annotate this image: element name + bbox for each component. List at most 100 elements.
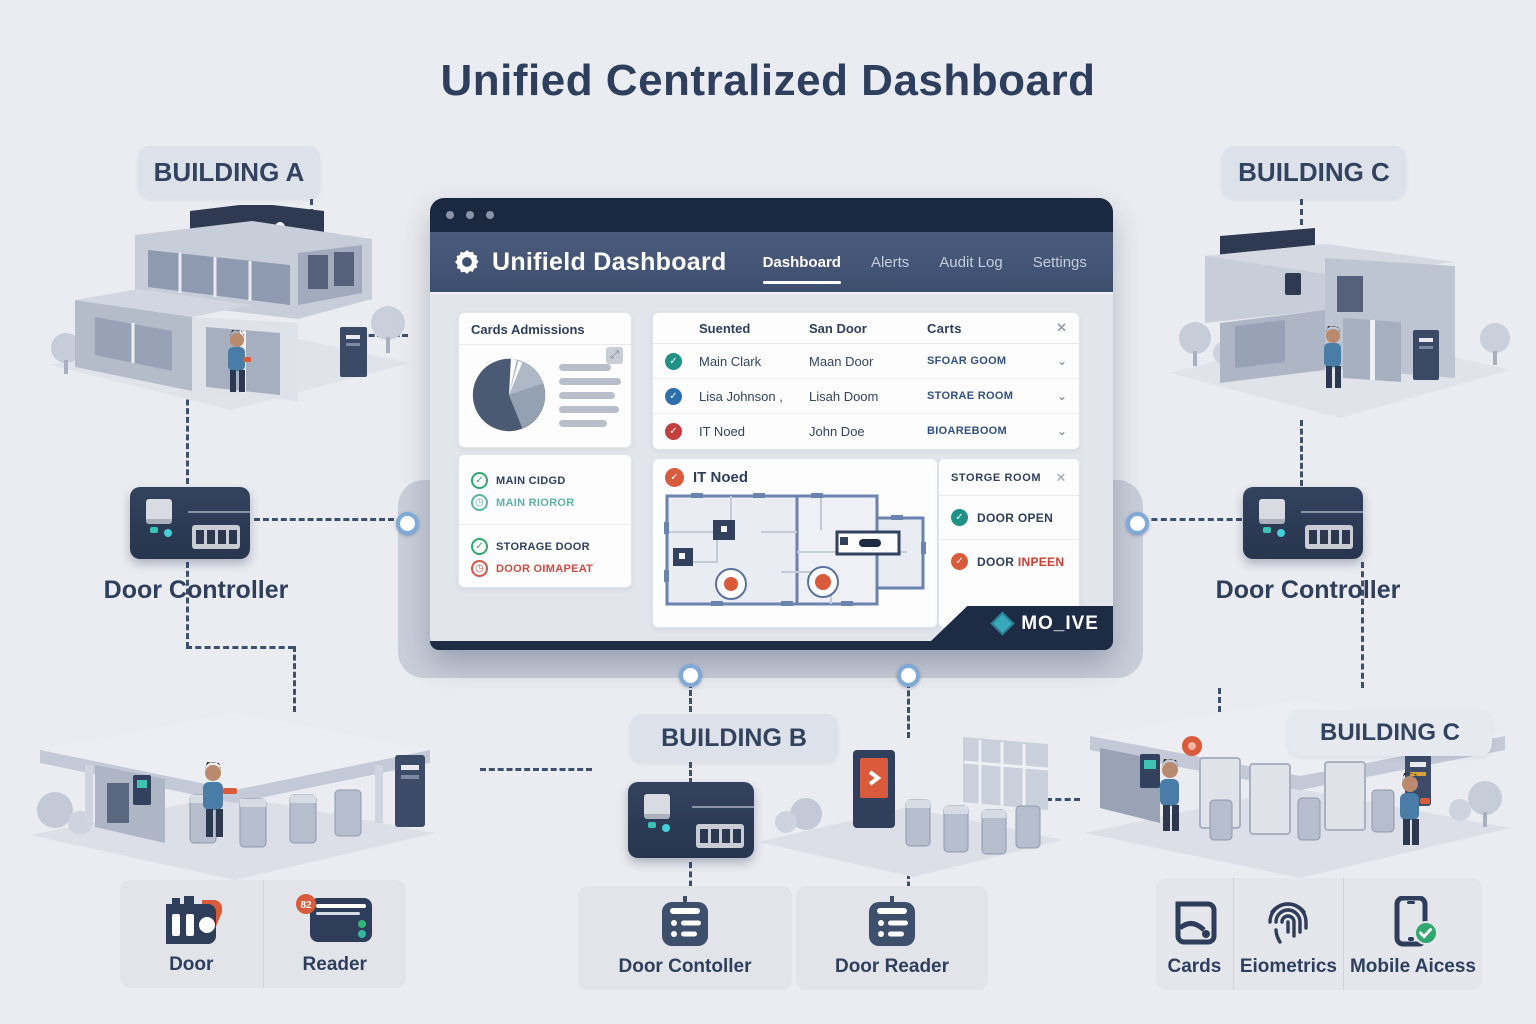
legend-item-reader[interactable]: 82 Reader (262, 880, 407, 988)
expand-icon[interactable]: ⤢ (606, 347, 623, 364)
dashboard-appbar: Unifield Dashboard Dashboard Alerts Audi… (430, 232, 1113, 292)
status-led (150, 527, 158, 533)
connector-line (1361, 562, 1364, 688)
diamond-icon (990, 611, 1015, 636)
door-controller-device-left (130, 487, 250, 559)
terminal-block (1305, 525, 1353, 549)
clock-icon: ◷ (471, 494, 488, 511)
table-row[interactable]: ✓ Main Clark Maan Door SFOAR GOOM ⌄ (653, 344, 1079, 379)
connector-line (907, 856, 910, 896)
status-led (1263, 527, 1271, 533)
door-icon (166, 896, 223, 944)
chevron-down-icon[interactable]: ⌄ (1056, 424, 1067, 438)
dashboard-window: Unifield Dashboard Dashboard Alerts Audi… (430, 198, 1113, 650)
window-dot[interactable] (486, 211, 494, 219)
floorplan-map[interactable] (661, 492, 929, 614)
check-circle-icon: ✓ (951, 509, 968, 526)
door-reader-icon (869, 896, 915, 946)
nav-settings[interactable]: Settings (1032, 253, 1087, 271)
app-logo-icon (455, 250, 479, 274)
door-open-label: DOOR OPEN (977, 510, 1054, 525)
events-table-panel: Suented San Door Carts ✕ ✓ Main Clark Ma… (652, 312, 1080, 450)
close-icon[interactable]: ✕ (1055, 470, 1067, 485)
legend-door-reader2: Door Reader (796, 886, 988, 990)
nav-alerts[interactable]: Alerts (870, 253, 910, 271)
col-header-carts: Carts (927, 320, 962, 336)
legend-credentials: Cards Eiometrics (1156, 878, 1482, 990)
connector-line (1142, 518, 1242, 521)
table-row[interactable]: ✓ IT Noed John Doe BIOAREBOOM ⌄ (653, 414, 1079, 448)
window-dot[interactable] (446, 211, 454, 219)
alert-check-icon: ✓ (665, 468, 684, 487)
panel-seam (1301, 511, 1363, 513)
connector-line (186, 382, 189, 484)
reader-badge-number: 82 (300, 900, 312, 911)
table-row[interactable]: ✓ Lisa Johnson , Lisah Doom STORAE ROOM … (653, 379, 1079, 414)
close-icon[interactable]: ✕ (1056, 320, 1067, 335)
building-b-illustration (758, 737, 1063, 877)
nav-dashboard[interactable]: Dashboard (762, 232, 842, 292)
connector-line (186, 646, 294, 649)
legend-label: Door Contoller (618, 956, 752, 977)
legend-door-reader: Door 82 Reader (120, 880, 406, 988)
col-header-door: San Door (809, 320, 867, 336)
legend-item-biometrics[interactable]: Eiometrics (1232, 878, 1343, 990)
legend-label: Reader (302, 954, 367, 975)
person-figure (203, 762, 237, 837)
legend-item-door-controller[interactable]: Door Contoller (578, 886, 792, 990)
building-c-top-illustration (1170, 228, 1510, 418)
status-group-storage: ✓ STORAGE DOOR ◷ DOOR OIMAPEAT (459, 524, 631, 590)
status-led (648, 822, 656, 828)
door-controller-device-middle (628, 782, 754, 858)
nav-audit-log[interactable]: Audit Log (939, 253, 1003, 271)
connector-line (1218, 688, 1221, 730)
check-circle-icon: ✓ (471, 472, 488, 489)
legend-item-mobile-access[interactable]: Mobile Aicess (1342, 878, 1482, 990)
chevron-down-icon[interactable]: ⌄ (1056, 354, 1067, 368)
legend-item-door[interactable]: Door (120, 880, 263, 988)
window-dot[interactable] (466, 211, 474, 219)
status-led (1277, 529, 1285, 537)
alert-location-dot[interactable] (724, 577, 738, 591)
fingerprint-icon (1268, 902, 1309, 944)
status-sub-label: DOOR OIMAPEAT (496, 562, 594, 575)
legend-item-cards[interactable]: Cards (1156, 878, 1233, 990)
page-title: Unified Centralized Dashboard (440, 56, 1096, 105)
connector-line (293, 646, 296, 712)
cell-door: Maan Door (809, 353, 874, 369)
door-alert-prefix: DOOR (977, 554, 1015, 569)
col-header-suented: Suented (699, 320, 751, 336)
building-b-label: BUILDING B (630, 714, 838, 762)
building-a-illustration (50, 205, 410, 410)
card-slot (146, 499, 172, 524)
card-slot (644, 794, 670, 819)
connector-line (907, 682, 910, 738)
building-a-ground-illustration (30, 713, 435, 880)
cell-card: BIOAREBOOM (927, 425, 1007, 437)
chevron-down-icon[interactable]: ⌄ (1056, 389, 1067, 403)
app-title: Unifield Dashboard (492, 247, 727, 276)
building-c-top-label: BUILDING C (1222, 146, 1406, 198)
person-figure (1160, 759, 1179, 831)
window-bottom-edge (430, 641, 1113, 650)
connector-line (1300, 199, 1303, 225)
connector-line (480, 768, 592, 771)
cell-card: SFOAR GOOM (927, 355, 1007, 367)
alert-check-icon: ✓ (951, 553, 968, 570)
status-main-label: MAIN CIDGD (496, 474, 566, 487)
connector-node (1126, 512, 1149, 535)
cell-card: STORAE ROOM (927, 390, 1014, 402)
alert-location-dot[interactable] (815, 574, 831, 590)
summary-text-bars (559, 357, 621, 434)
check-circle-icon: ✓ (471, 538, 488, 555)
legend-label: Door Reader (834, 956, 950, 977)
building-a-label: BUILDING A (138, 146, 320, 198)
door-controller-icon (662, 896, 708, 946)
connector-line (1018, 798, 1080, 801)
connector-line (689, 762, 692, 784)
check-circle-icon: ✓ (665, 352, 682, 370)
legend-item-door-reader[interactable]: Door Reader (796, 886, 988, 990)
status-led (662, 824, 670, 832)
legend-label: Door (169, 954, 214, 975)
